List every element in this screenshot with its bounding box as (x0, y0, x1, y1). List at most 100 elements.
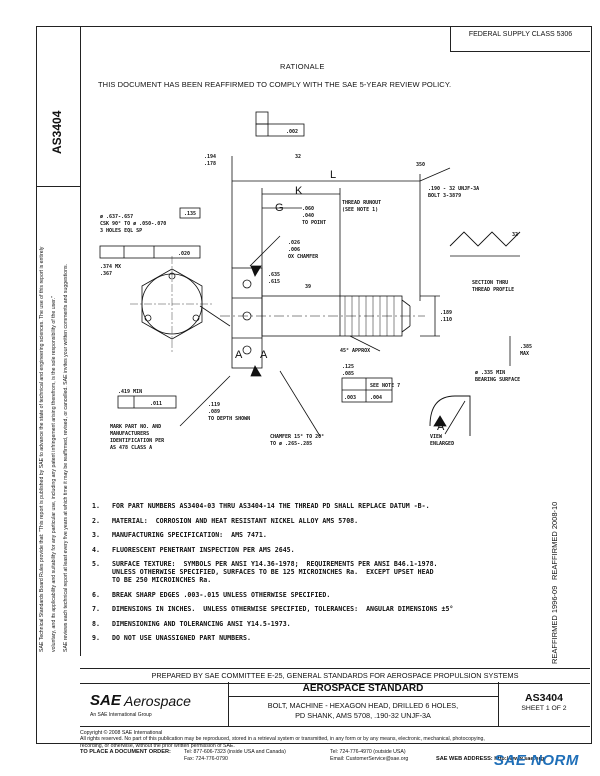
dim-39: 39 (305, 284, 311, 290)
rationale-title: RATIONALE (280, 62, 325, 71)
note-item: 2.MATERIAL: CORROSION AND HEAT RESISTANT… (92, 516, 359, 525)
dim-110: .110 (440, 317, 452, 323)
logo-subtitle: An SAE International Group (90, 712, 152, 718)
fax: Fax: 724-776-0790 (184, 755, 228, 762)
note-item: 5.SURFACE TEXTURE: SYMBOLS PER ANSI Y14.… (92, 560, 438, 584)
dim-085: .085 (342, 371, 354, 377)
thread-spec: .190 - 32 UNJF-3A (428, 186, 479, 192)
section-A-label-2: A (235, 349, 243, 361)
legal-sidebar: SAE Technical Standards Board Rules prov… (36, 186, 81, 656)
mark-note-2: MANUFACTURERS (110, 431, 149, 437)
note-item: 7.DIMENSIONS IN INCHES. UNLESS OTHERWISE… (92, 605, 454, 613)
doc-number: AS3404 (525, 692, 563, 704)
note-item: 9.DO NOT USE UNASSIGNED PART NUMBERS. (92, 634, 251, 642)
sae-norm-watermark: SAE NORM (494, 752, 579, 769)
notes-list: 1.FOR PART NUMBERS AS3404-03 THRU AS3404… (92, 502, 542, 649)
dim-040: .040 (302, 213, 314, 219)
doc-number-box: AS3404 (36, 26, 81, 187)
see-note-7: SEE NOTE 7 (370, 383, 400, 389)
note-item: 8.DIMENSIONING AND TOLERANCING ANSI Y14.… (92, 619, 291, 628)
email-link[interactable]: Email: CustomerService@sae.org (330, 755, 409, 762)
mark-note-1: MARK PART NO. AND (110, 424, 161, 430)
dim-178: .178 (204, 161, 216, 167)
standard-title: BOLT, MACHINE - HEXAGON HEAD, DRILLED 6 … (228, 697, 498, 721)
federal-supply-class: FEDERAL SUPPLY CLASS 5306 (450, 26, 590, 52)
issued-date: REAFFIRMED 1996-09 (550, 585, 559, 664)
sae-logo: SAE Aerospace An SAE International Group (80, 682, 229, 726)
chamfer-2: CHAMFER 15° TO 20° (270, 434, 324, 440)
bolt-drawing: L K G A A A .194 .178 .002 32 350 .190 -… (99, 111, 532, 451)
legal-line-1: SAE Technical Standards Board Rules prov… (39, 246, 45, 652)
dim-L: L (330, 169, 336, 181)
dim-194: .194 (204, 154, 216, 160)
note-item: 6.BREAK SHARP EDGES .003-.015 UNLESS OTH… (92, 590, 331, 599)
rights-1: All rights reserved. No part of this pub… (80, 736, 485, 743)
view-label: VIEW (430, 434, 443, 440)
tol-003: .003 (344, 395, 356, 401)
legal-line-3: SAE reviews each technical report at lea… (63, 264, 69, 652)
mark-note-4: AS 478 CLASS A (110, 445, 152, 451)
thread-runout-note: (SEE NOTE 1) (342, 207, 378, 213)
view-A-label: A (437, 421, 445, 433)
dim-635: .635 (268, 272, 280, 278)
dim-G: G (275, 202, 284, 214)
to-depth: TO DEPTH SHOWN (208, 416, 250, 422)
copyright: Copyright © 2008 SAE International (80, 730, 163, 736)
tol-002: .002 (286, 129, 298, 135)
dim-367: .367 (100, 271, 112, 277)
legal-line-2: voluntary, and its applicability and sui… (51, 296, 57, 652)
dim-125: .125 (342, 364, 354, 370)
note-item: 4.FLUORESCENT PENETRANT INSPECTION PER A… (92, 545, 295, 554)
dim-350: 350 (416, 162, 425, 168)
dim-089: .089 (208, 409, 220, 415)
footer: Copyright © 2008 SAE International All r… (80, 730, 590, 762)
note-item: 1.FOR PART NUMBERS AS3404-03 THRU AS3404… (92, 502, 430, 510)
approx-45: 45° APPROX (340, 348, 370, 354)
dim-32: 32 (295, 154, 301, 160)
doc-number-cell: AS3404 SHEET 1 OF 2 (498, 682, 590, 726)
tel-1: Tel: 877-606-7323 (inside USA and Canada… (184, 749, 286, 756)
thread-bolt: BOLT 3-3879 (428, 193, 461, 199)
title-line-2: PD SHANK, AMS 5708, .190-32 UNJF-3A (295, 711, 431, 720)
hex-end-view (141, 268, 203, 340)
standard-title-cell: AEROSPACE STANDARD BOLT, MACHINE - HEXAG… (228, 682, 499, 726)
section-A-label: A (260, 349, 268, 361)
dim-026: .026 (288, 240, 300, 246)
bearing-surface: BEARING SURFACE (475, 377, 520, 383)
note-item: 3.MANUFACTURING SPECIFICATION: AMS 7471. (92, 531, 267, 539)
chamfer-note: OX CHAMFER (288, 254, 319, 260)
web-link[interactable]: SAE WEB ADDRESS: http://www.sae.org (436, 755, 545, 762)
bearing-dia: ø .335 MIN (475, 370, 505, 376)
dim-419: .419 MIN (118, 389, 142, 395)
holes-note: 3 HOLES EQL SP (100, 228, 142, 234)
rationale-text: THIS DOCUMENT HAS BEEN REAFFIRMED TO COM… (98, 80, 452, 89)
tol-004: .004 (370, 395, 382, 401)
dim-060: .060 (302, 206, 314, 212)
dim-189: .189 (440, 310, 452, 316)
dim-637: ø .637-.657 (100, 214, 133, 220)
logo-sae: SAE (90, 692, 121, 709)
committee-line: PREPARED BY SAE COMMITTEE E-25, GENERAL … (80, 668, 590, 684)
dim-385: .385 (520, 344, 532, 350)
doc-number-vertical: AS3404 (50, 110, 64, 154)
chamfer-3: TO ø .265-.285 (270, 441, 312, 447)
dim-374: .374 MX (100, 264, 121, 270)
tol-020: .020 (178, 251, 190, 257)
dim-615: .615 (268, 279, 280, 285)
section-thru: SECTION THRU (472, 280, 508, 286)
rights-2: recording, or otherwise, without the pri… (80, 742, 235, 749)
thread-profile: THREAD PROFILE (472, 287, 514, 293)
title-block: SAE Aerospace An SAE International Group… (80, 682, 590, 727)
dim-K: K (295, 185, 303, 197)
sheet-number: SHEET 1 OF 2 (521, 705, 567, 712)
dim-119: .119 (208, 402, 220, 408)
mark-note-3: IDENTIFICATION PER (110, 438, 165, 444)
enlarged-label: ENLARGED (430, 441, 454, 447)
dim-135: .135 (184, 211, 196, 217)
title-line-1: BOLT, MACHINE - HEXAGON HEAD, DRILLED 6 … (267, 701, 459, 710)
tel-2: Tel: 724-776-4970 (outside USA) (330, 749, 406, 756)
logo-aerospace: Aerospace (124, 693, 191, 709)
to-point: TO POINT (302, 220, 326, 226)
dim-32b: 32 (512, 232, 518, 238)
standard-heading: AEROSPACE STANDARD (228, 682, 498, 697)
